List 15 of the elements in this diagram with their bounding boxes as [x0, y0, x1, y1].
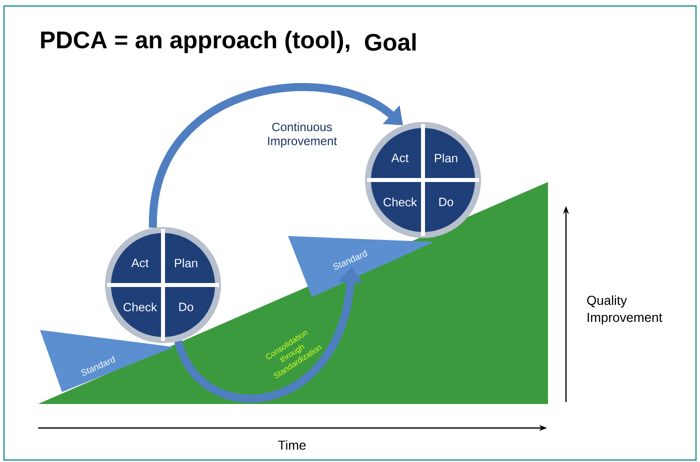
quadrant-label: Act: [391, 154, 409, 162]
title: PDCA = an approach (tool),: [41, 30, 350, 54]
axis-label: Time: [278, 440, 306, 450]
quadrant-label: Check: [124, 302, 158, 312]
quadrant-label: Do: [179, 302, 194, 312]
axis-label: Quality Improvement: [587, 295, 662, 325]
struck-text: Goal: [364, 33, 416, 51]
quadrant-label: Plan: [175, 258, 198, 268]
quadrant-label: Do: [439, 198, 454, 206]
edge-label: Continuous Improvement: [268, 122, 337, 148]
quadrant-label: Plan: [434, 154, 458, 162]
cycle-circle: [105, 226, 221, 343]
quadrant-label: Check: [384, 198, 418, 206]
quadrant-label: Act: [131, 258, 149, 268]
cycle-circle: [365, 122, 481, 238]
